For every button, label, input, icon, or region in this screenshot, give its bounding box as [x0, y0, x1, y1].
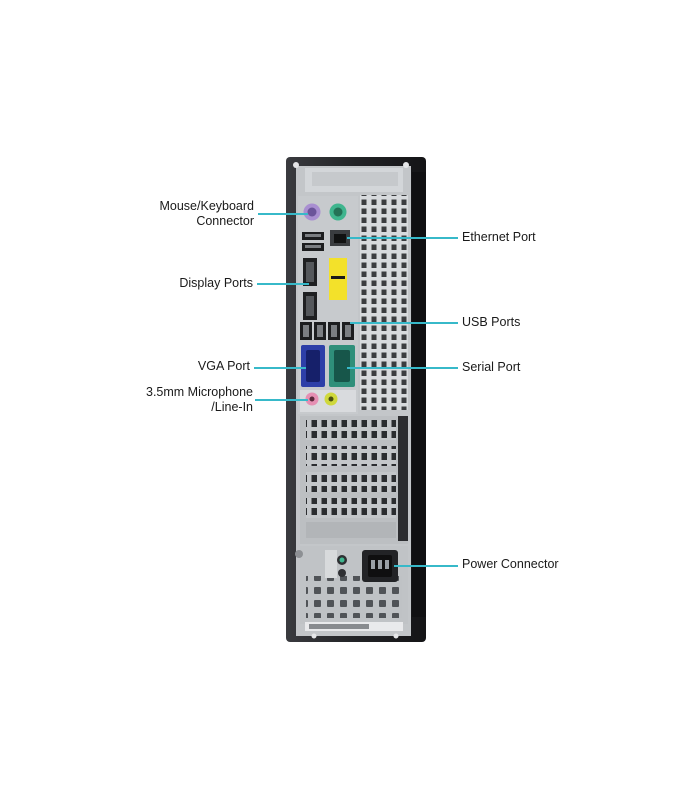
leader-ethernet-port — [347, 237, 458, 239]
label-microphone-line1: 3.5mm Microphone — [146, 385, 253, 399]
expansion-slots — [300, 416, 408, 544]
leader-usb-ports — [350, 322, 458, 324]
label-vga-port: VGA Port — [197, 359, 250, 373]
leader-mouse-keyboard — [258, 213, 308, 215]
usb-ports-top — [302, 232, 324, 251]
label-usb-ports: USB Ports — [462, 315, 521, 329]
leader-power-connector — [394, 565, 458, 567]
leader-microphone — [255, 399, 308, 401]
ps2-ports — [303, 203, 347, 221]
power-supply — [295, 546, 408, 624]
label-mouse-keyboard-line2: Connector — [196, 214, 254, 228]
label-microphone-line2: /Line-In — [211, 400, 253, 414]
leader-vga-port — [254, 367, 306, 369]
side-vent-grid — [360, 195, 408, 410]
label-ethernet-port: Ethernet Port — [462, 230, 536, 244]
label-microphone: 3.5mm Microphone /Line-In — [146, 385, 253, 415]
io-panel — [298, 196, 358, 414]
leader-serial-port — [347, 367, 458, 369]
label-mouse-keyboard: Mouse/Keyboard Connector — [159, 199, 254, 229]
label-mouse-keyboard-line1: Mouse/Keyboard — [159, 199, 254, 213]
leader-display-ports — [257, 283, 309, 285]
displayport-connectors — [303, 258, 317, 320]
label-power-connector: Power Connector — [462, 557, 559, 571]
usb-ports-bottom — [300, 322, 354, 340]
label-serial-port: Serial Port — [462, 360, 521, 374]
label-display-ports: Display Ports — [179, 276, 253, 290]
